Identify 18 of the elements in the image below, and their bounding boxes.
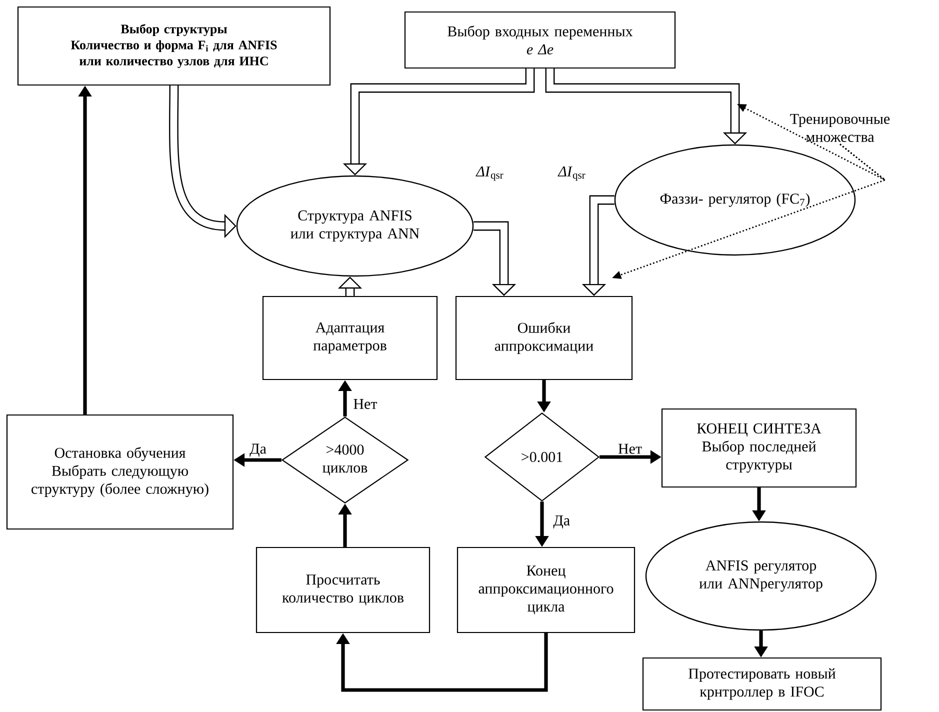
- process-box: Адаптация параметров: [262, 296, 438, 380]
- arrow: [336, 633, 548, 692]
- edge-label: ΔI$_{qsr}$: [557, 166, 587, 182]
- arrow: [474, 221, 516, 296]
- edge-label: Да: [248, 442, 268, 458]
- edge-label: ΔI$_{qsr}$: [475, 166, 505, 182]
- process-box: Выбор входных переменных e Δe: [404, 11, 676, 69]
- process-box: Конец аппроксимационного цикла: [456, 546, 636, 634]
- process-box: Просчитать количество циклов: [256, 546, 430, 634]
- edge-label: Нет: [352, 398, 378, 410]
- process-box: Ошибки аппроксимации: [455, 296, 633, 380]
- process-box: Остановка обучения Выбрать следующую структуру (более сложную): [6, 414, 234, 530]
- process-box: Выбор структуры Количество и форма F$_{i}$ для ANFIS или количество узлов для ИНС: [17, 6, 331, 86]
- annotation-text: Тренировочные множества: [790, 114, 890, 142]
- arrow: [545, 68, 748, 144]
- process-box: Протестировать новый крнтроллер в IFOC: [642, 657, 882, 711]
- process-box: КОНЕЦ СИНТЕЗА Выбор последней структуры: [661, 408, 857, 488]
- edge-label: Да: [552, 514, 572, 530]
